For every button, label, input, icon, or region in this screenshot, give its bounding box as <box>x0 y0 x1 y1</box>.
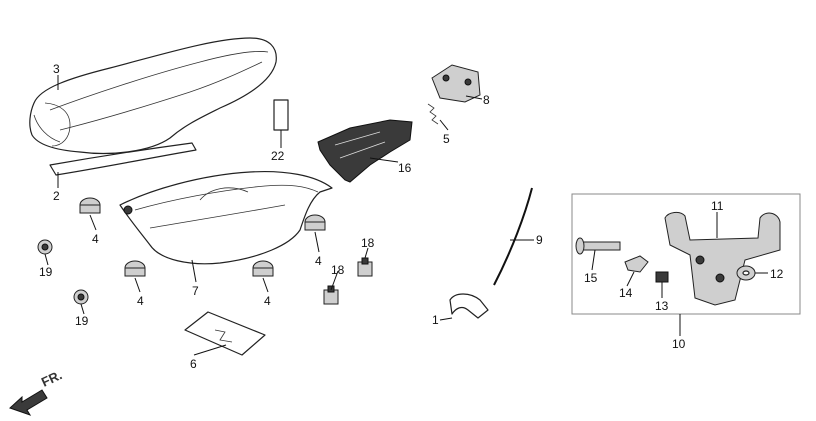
leader-lines <box>44 75 768 356</box>
callout-15: 15 <box>584 271 598 285</box>
callout-7: 7 <box>192 284 199 298</box>
bolt-part-1 <box>357 257 373 277</box>
callout-4-a: 4 <box>92 232 99 246</box>
front-arrow-icon <box>9 389 48 416</box>
lever-part <box>624 255 649 273</box>
front-direction-indicator: FR. <box>9 367 64 416</box>
callout-10: 10 <box>672 337 686 351</box>
callout-19-b: 19 <box>75 314 89 328</box>
nut-part-1 <box>37 239 53 255</box>
callout-9: 9 <box>536 233 543 247</box>
callout-11: 11 <box>711 199 724 213</box>
spring-part <box>427 103 439 125</box>
washer-part <box>736 265 756 281</box>
clamp-part <box>449 293 489 319</box>
cable-part <box>493 187 533 286</box>
document-pouch-part <box>184 311 266 356</box>
callout-4-d: 4 <box>315 254 322 268</box>
callout-18-b: 18 <box>331 263 345 277</box>
storage-box-part <box>119 171 333 265</box>
callout-18-a: 18 <box>361 236 375 250</box>
callout-6: 6 <box>190 357 197 371</box>
callout-22: 22 <box>271 149 285 163</box>
spring-part-13 <box>655 271 669 283</box>
rubber-buffer-1 <box>79 197 101 214</box>
callout-4-b: 4 <box>137 294 144 308</box>
seat-gasket-part <box>49 142 197 176</box>
callout-3: 3 <box>53 62 60 76</box>
front-label: FR. <box>39 367 64 389</box>
callout-1: 1 <box>432 313 439 327</box>
panel-part-16 <box>317 119 413 183</box>
pin-part <box>575 237 621 255</box>
rubber-buffer-4 <box>304 214 326 231</box>
callout-12: 12 <box>770 267 784 281</box>
callout-19-a: 19 <box>39 265 53 279</box>
callout-8: 8 <box>483 93 490 107</box>
assembly-group-box <box>571 193 801 315</box>
callout-14: 14 <box>619 286 633 300</box>
rubber-buffer-2 <box>124 260 146 277</box>
callout-13: 13 <box>655 299 669 313</box>
callout-16: 16 <box>398 161 412 175</box>
callout-2: 2 <box>53 189 60 203</box>
rubber-buffer-3 <box>252 260 274 277</box>
callout-labels: 3 2 4 4 4 4 7 22 16 8 5 9 1 6 18 18 19 1… <box>39 62 784 371</box>
callout-5: 5 <box>443 132 450 146</box>
hinge-bracket-part <box>664 211 781 306</box>
tube-part-22 <box>273 99 289 131</box>
seat-part <box>29 37 277 155</box>
nut-part-2 <box>73 289 89 305</box>
callout-4-c: 4 <box>264 294 271 308</box>
latch-part <box>431 64 481 103</box>
